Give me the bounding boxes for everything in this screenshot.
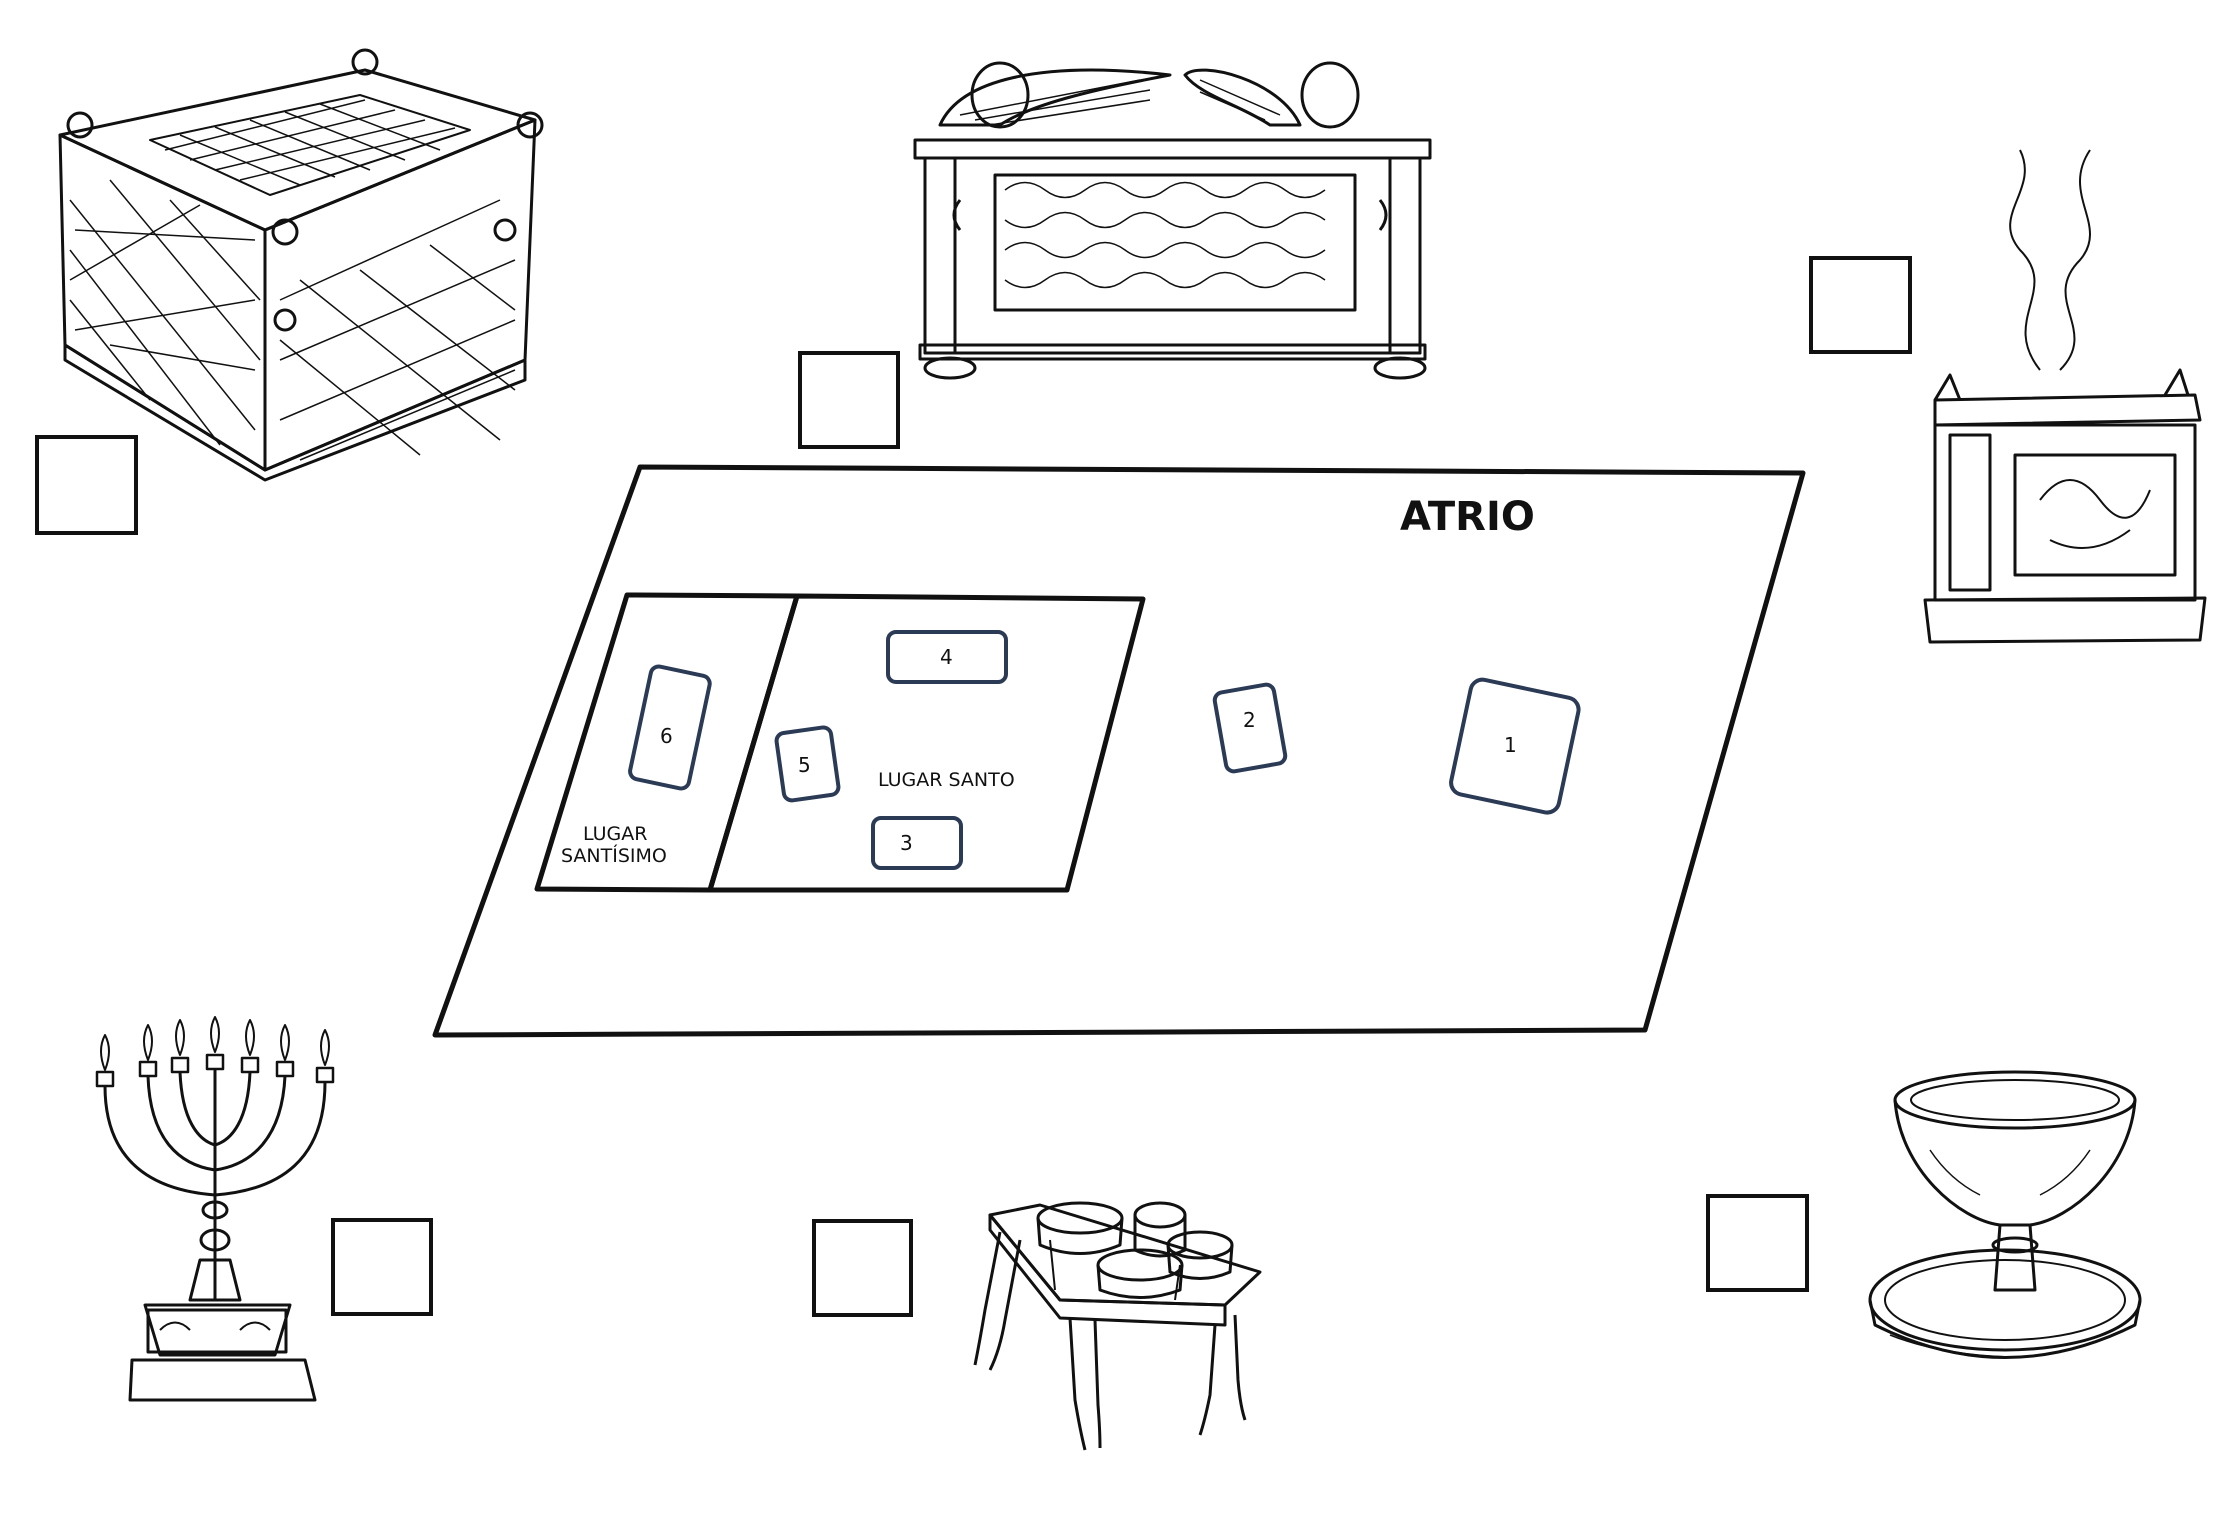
answer-box-bronze-altar[interactable] <box>35 435 138 535</box>
slot-5: 5 <box>774 725 841 803</box>
bronze-altar-icon <box>58 48 544 482</box>
svg-text:4: 4 <box>940 645 953 669</box>
svg-text:2: 2 <box>1243 708 1256 732</box>
slot-6: 6 <box>628 664 712 791</box>
incense-altar-icon <box>1923 149 2207 644</box>
tabernacle-floor-plan: ATRIO LUGAR SANTÍSIMO LUGAR SANTO 6 5 4 … <box>432 464 1806 1038</box>
answer-box-showbread-table[interactable] <box>812 1219 913 1317</box>
svg-text:5: 5 <box>798 753 811 777</box>
slot-2: 2 <box>1212 682 1288 774</box>
holy-place-label: LUGAR SANTO <box>878 769 1015 791</box>
svg-text:1: 1 <box>1504 733 1517 757</box>
slot-4: 4 <box>886 630 1008 684</box>
holy-place-outline <box>707 593 1146 893</box>
slot-1: 1 <box>1449 677 1581 815</box>
answer-box-ark[interactable] <box>798 351 900 449</box>
svg-text:6: 6 <box>660 724 673 748</box>
court-label: ATRIO <box>1400 494 1535 540</box>
bronze-laver-icon <box>1868 1070 2142 1359</box>
holiest-label-line1: LUGAR <box>583 823 647 845</box>
showbread-table-icon <box>973 1201 1262 1451</box>
menorah-icon <box>95 1016 335 1402</box>
ark-of-covenant-icon <box>913 61 1432 380</box>
holiest-label-line2: SANTÍSIMO <box>561 844 667 867</box>
answer-box-incense-altar[interactable] <box>1809 256 1912 354</box>
svg-text:3: 3 <box>900 831 913 855</box>
answer-box-bronze-laver[interactable] <box>1706 1194 1809 1292</box>
answer-box-menorah[interactable] <box>331 1218 433 1316</box>
slot-3: 3 <box>871 816 963 870</box>
